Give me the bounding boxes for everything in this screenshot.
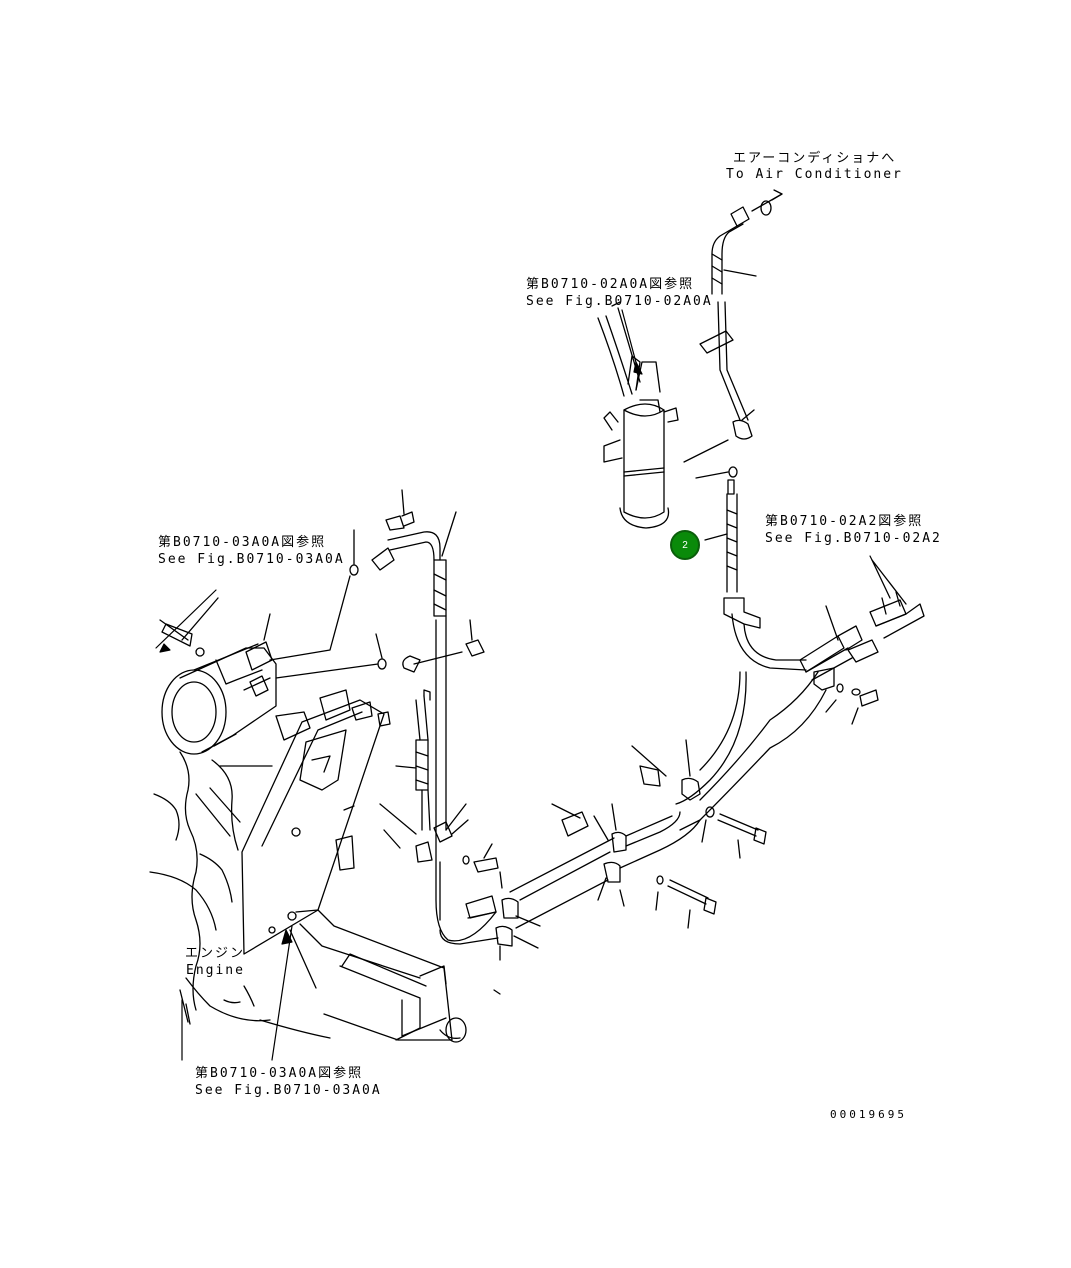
engine-outline [149, 751, 501, 1039]
callout-part-2[interactable]: 2 [670, 530, 700, 560]
right-hose-fittings [631, 559, 925, 831]
engine-label-jp: エンジン [185, 946, 246, 961]
upper-hose-fitting [683, 189, 783, 479]
bolt-set-right [655, 806, 767, 929]
receiver-reference-jp: 第B0710-02A0A図参照 [526, 277, 695, 292]
compressor-reference-top-jp: 第B0710-03A0A図参照 [158, 535, 327, 550]
compressor-reference-top-en: See Fig.B0710-03A0A [158, 552, 345, 567]
hoses-reference-en: See Fig.B0710-02A2 [765, 531, 942, 546]
receiver-dryer [597, 301, 679, 529]
compressor-reference-bottom-en: See Fig.B0710-03A0A [195, 1083, 382, 1098]
air-conditioner-label-jp: エアーコンディショナへ [733, 151, 897, 166]
middle-hose [379, 511, 503, 921]
receiver-reference-en: See Fig.B0710-02A0A [526, 294, 713, 309]
compressor-reference-bottom-jp: 第B0710-03A0A図参照 [195, 1066, 364, 1081]
hoses-reference-jp: 第B0710-02A2図参照 [765, 514, 924, 529]
drawing-number: 00019695 [830, 1108, 907, 1121]
hose-part-2 [675, 479, 807, 805]
lower-hose-clamps [435, 619, 701, 961]
compressor-hose [269, 489, 441, 679]
compressor [159, 597, 277, 755]
air-conditioner-label-en: To Air Conditioner [726, 167, 903, 182]
mounting-bracket [241, 689, 467, 1043]
reference-leaders [155, 309, 873, 1061]
engine-label-en: Engine [186, 963, 245, 978]
